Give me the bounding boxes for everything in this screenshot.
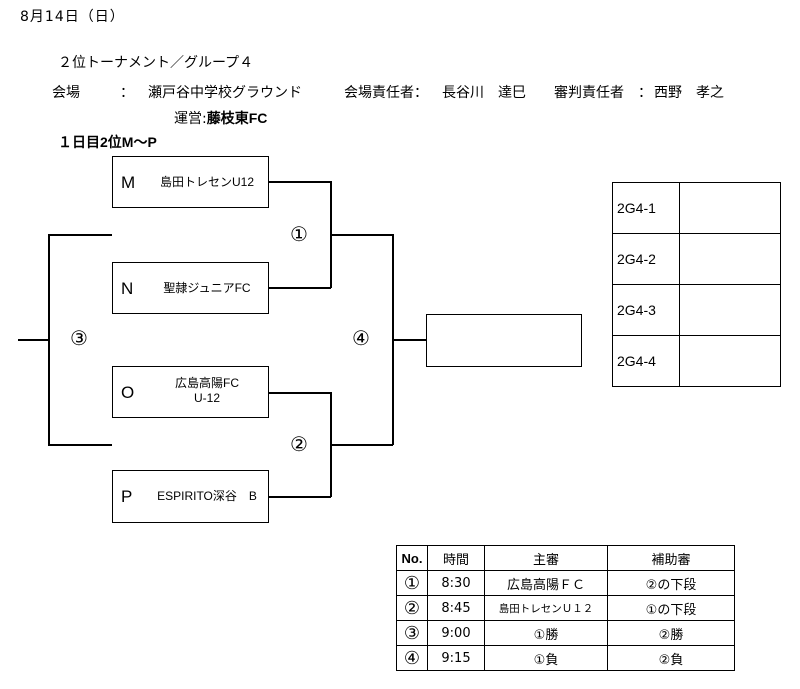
final-result-box	[426, 314, 582, 367]
match-label-4: ④	[352, 326, 370, 350]
schedule-header-assistant: 補助審	[607, 545, 735, 571]
venue-manager: 長谷川 達巳	[442, 85, 526, 101]
venue-manager-label: 会場責任者：	[344, 85, 428, 101]
bracket-line	[269, 181, 331, 183]
team-letter: O	[121, 383, 135, 402]
ranking-label: 2G4-1	[612, 182, 680, 234]
bracket-line	[269, 496, 331, 498]
referee-manager-label: 審判責任者 ：	[554, 85, 652, 101]
team-box-m: M 島田トレセンU12	[112, 156, 269, 208]
team-name-line2: U-12	[193, 391, 220, 405]
schedule-referee: ①負	[484, 645, 608, 671]
schedule-no: ①	[396, 570, 428, 596]
match-label-3: ③	[70, 326, 88, 350]
venue-name: 瀬戸谷中学校グラウンド	[148, 85, 302, 101]
event-date: 8月14日（日）	[20, 9, 125, 25]
team-name: 聖隷ジュニアFC	[163, 281, 251, 295]
bracket-line	[330, 181, 332, 288]
schedule-referee: 島田トレセンＵ１２	[484, 595, 608, 621]
schedule-assistant: ②負	[607, 645, 735, 671]
team-name-line1: 広島高陽FC	[175, 376, 239, 390]
ranking-label: 2G4-4	[612, 335, 680, 387]
ranking-label: 2G4-2	[612, 233, 680, 285]
schedule-assistant: ②の下段	[607, 570, 735, 596]
schedule-header-row: No. 時間 主審 補助審	[396, 545, 735, 571]
schedule-no: ④	[396, 645, 428, 671]
team-name: 広島高陽FC U-12	[149, 376, 265, 406]
schedule-table: No. 時間 主審 補助審 ① 8:30 広島高陽ＦＣ ②の下段 ② 8:45 …	[396, 545, 735, 671]
bracket-line	[48, 234, 112, 236]
referee-manager: 西野 孝之	[654, 85, 724, 101]
bracket-line	[269, 287, 331, 289]
schedule-no: ②	[396, 595, 428, 621]
match-label-1: ①	[290, 222, 308, 246]
operation-line: 運営:藤枝東FC	[174, 108, 267, 128]
team-letter: N	[121, 279, 134, 298]
bracket-line	[331, 444, 393, 446]
schedule-header-referee: 主審	[484, 545, 608, 571]
schedule-time: 9:00	[427, 620, 485, 646]
schedule-header-no: No.	[396, 545, 428, 571]
day-label: １日目2位M～P	[58, 134, 157, 150]
bracket-line	[331, 234, 393, 236]
schedule-time: 9:15	[427, 645, 485, 671]
venue-label: 会場	[52, 85, 80, 101]
ranking-row: 2G4-1	[612, 182, 781, 234]
ranking-value	[679, 335, 781, 387]
ranking-row: 2G4-4	[612, 335, 781, 387]
rankings-table: 2G4-1 2G4-2 2G4-3 2G4-4	[612, 182, 781, 387]
bracket-line	[18, 339, 49, 341]
schedule-header-time: 時間	[427, 545, 485, 571]
schedule-no: ③	[396, 620, 428, 646]
team-letter: M	[121, 173, 136, 192]
schedule-referee: ①勝	[484, 620, 608, 646]
schedule-time: 8:30	[427, 570, 485, 596]
schedule-assistant: ②勝	[607, 620, 735, 646]
schedule-row: ③ 9:00 ①勝 ②勝	[396, 620, 735, 646]
ranking-value	[679, 182, 781, 234]
team-name: 島田トレセンU12	[159, 175, 254, 189]
team-box-o: O 広島高陽FC U-12	[112, 366, 269, 418]
team-letter: P	[121, 487, 133, 506]
schedule-row: ② 8:45 島田トレセンＵ１２ ①の下段	[396, 595, 735, 621]
bracket-line	[269, 392, 331, 394]
match-label-2: ②	[290, 432, 308, 456]
ranking-label: 2G4-3	[612, 284, 680, 336]
team-box-p: P ESPIRITO深谷 B	[112, 470, 269, 523]
team-name: ESPIRITO深谷 B	[157, 489, 257, 503]
ranking-row: 2G4-3	[612, 284, 781, 336]
operation-label: 運営:	[174, 111, 207, 127]
operation-team: 藤枝東FC	[206, 110, 268, 126]
bracket-line	[330, 392, 332, 497]
tournament-subtitle: ２位トーナメント／グループ４	[58, 55, 254, 71]
schedule-referee: 広島高陽ＦＣ	[484, 570, 608, 596]
bracket-line	[48, 444, 112, 446]
schedule-time: 8:45	[427, 595, 485, 621]
bracket-line	[392, 339, 426, 341]
ranking-row: 2G4-2	[612, 233, 781, 285]
team-box-n: N 聖隷ジュニアFC	[112, 262, 269, 314]
schedule-row: ① 8:30 広島高陽ＦＣ ②の下段	[396, 570, 735, 596]
venue-colon: ：	[120, 85, 134, 101]
schedule-assistant: ①の下段	[607, 595, 735, 621]
schedule-row: ④ 9:15 ①負 ②負	[396, 645, 735, 671]
ranking-value	[679, 233, 781, 285]
ranking-value	[679, 284, 781, 336]
